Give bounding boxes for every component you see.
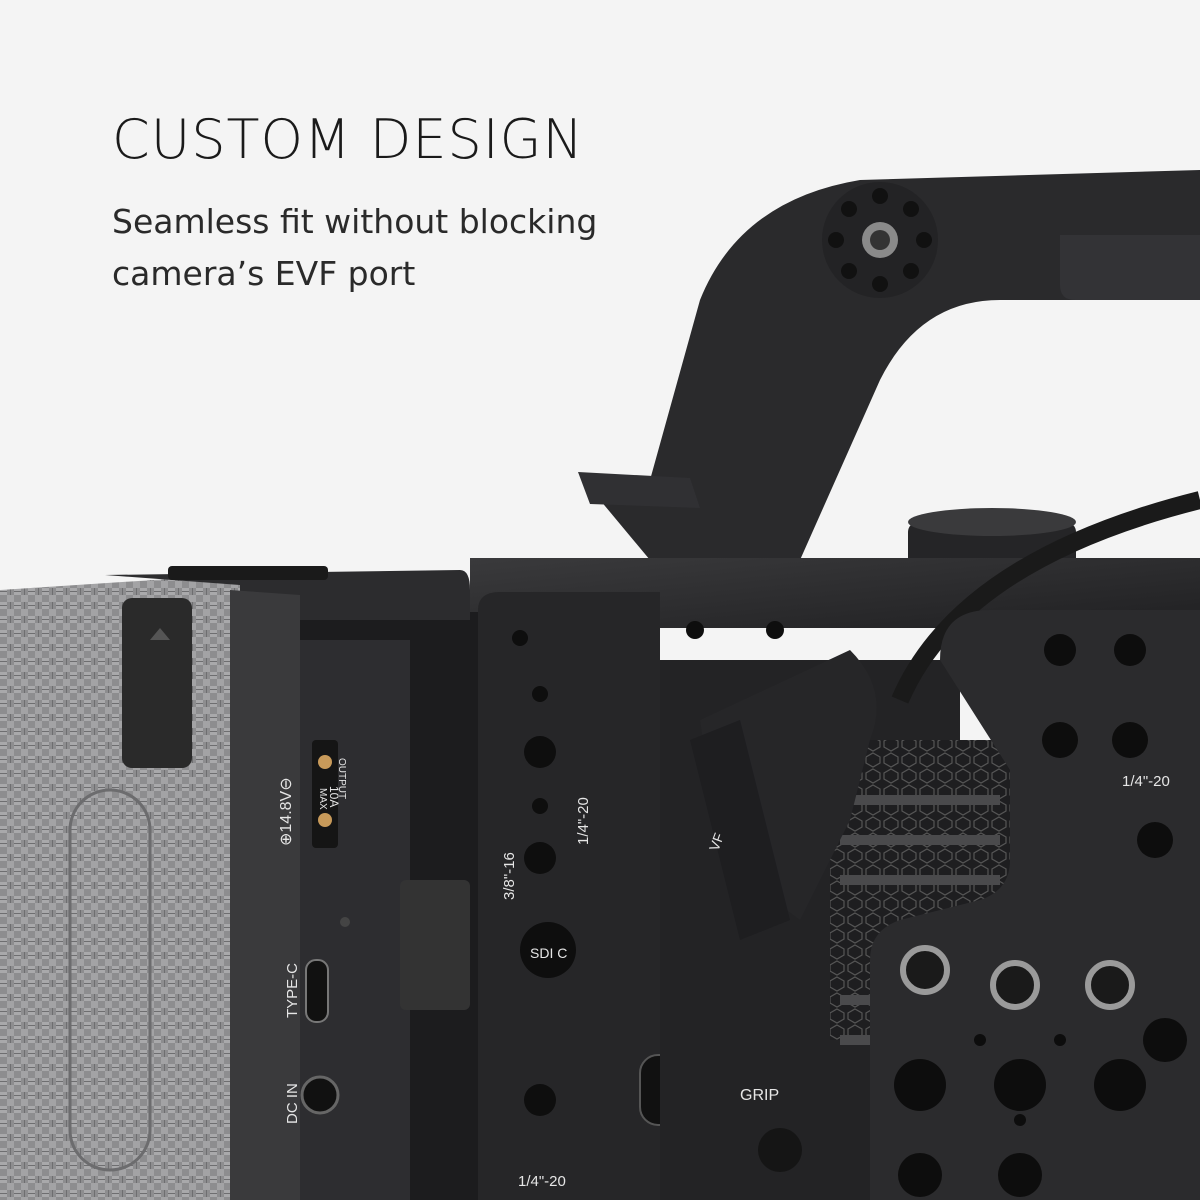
thread-label-three-eighths: 3/8"-16 <box>501 852 518 900</box>
dc-in-label: DC IN <box>284 1083 301 1124</box>
thread-label-quarter-a: 1/4"-20 <box>575 797 592 845</box>
thread-label-quarter-b: 1/4"-20 <box>1122 773 1170 790</box>
output-max-label: MAX <box>317 788 328 810</box>
vf-label: VF <box>706 831 727 853</box>
subtitle: Seamless fit without blocking camera’s E… <box>112 196 672 300</box>
subtitle-line-2: camera’s EVF port <box>112 254 416 293</box>
side-cage-plate <box>400 592 784 1200</box>
subtitle-line-1: Seamless fit without blocking <box>112 202 598 241</box>
output-label: OUTPUT <box>336 758 347 799</box>
carbon-battery <box>0 566 470 1200</box>
output-amp-label: 10A <box>327 786 341 807</box>
voltage-label: ⊕14.8V⊖ <box>278 777 295 846</box>
right-cheese-plate <box>870 610 1200 1200</box>
sdi-label: SDI C <box>530 945 567 961</box>
grip-label: GRIP <box>740 1087 779 1104</box>
type-c-label: TYPE-C <box>284 963 301 1018</box>
top-handle <box>578 170 1200 560</box>
headline: CUSTOM DESIGN <box>112 108 584 171</box>
thread-label-quarter-c: 1/4"-20 <box>518 1173 566 1190</box>
